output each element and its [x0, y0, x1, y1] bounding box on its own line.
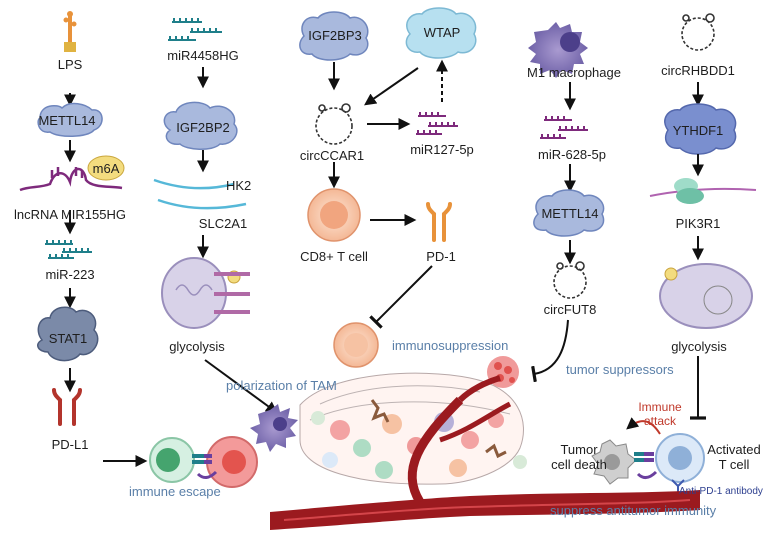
label-activated-t-cell: Activated T cell: [707, 442, 760, 472]
label-activated-t-cell-line1: Activated: [707, 442, 761, 457]
pd1-pdl1-binding-icon: [192, 454, 218, 479]
circccar1-icon: [315, 103, 353, 145]
label-mir4458hg: miR4458HG: [167, 48, 239, 63]
label-stat1: STAT1: [48, 331, 88, 346]
label-tumor-cell-death: Tumor cell death: [551, 442, 607, 472]
label-mir223: miR-223: [45, 267, 95, 282]
inhibit-circfut8-tumor: [531, 319, 569, 383]
arrow-immune-attack: [626, 417, 661, 435]
label-lncrna-mir155hg: lncRNA MIR155HG: [14, 207, 126, 222]
label-mettl14-right: METTL14: [541, 206, 599, 221]
mitochondrion-left-icon: [161, 257, 250, 329]
label-hk2: HK2: [226, 178, 252, 193]
label-pd1: PD-1: [426, 249, 456, 264]
label-mir628: miR-628-5p: [538, 147, 606, 162]
label-m6a: m6A: [92, 161, 120, 176]
mir628-icon: [540, 116, 588, 139]
label-tumor-cell-death-line2: cell death: [551, 457, 607, 472]
ythdf1-shape: [664, 103, 737, 155]
label-lps: LPS: [57, 57, 83, 72]
label-wtap: WTAP: [423, 25, 461, 40]
activated-t-cell-icon: [655, 433, 705, 483]
label-anti-pd1-antibody: Anti-PD-1 antibody: [679, 486, 763, 497]
label-circrhbdd1: circRHBDD1: [661, 63, 735, 78]
m6a-badge: [87, 155, 125, 181]
igf2bp3-shape: [299, 11, 369, 61]
outcome-tumor-suppressors: tumor suppressors: [566, 362, 674, 377]
mir127-icon: [416, 112, 458, 135]
mettl14-right-shape: [533, 189, 605, 237]
outcome-immune-escape: immune escape: [129, 484, 221, 499]
label-glycolysis-left: glycolysis: [169, 339, 225, 354]
dead-tumor-cell-icon: [591, 439, 637, 485]
stat1-shape: [37, 306, 99, 362]
label-circfut8: circFUT8: [543, 302, 597, 317]
mitochondrion-right-icon: [659, 263, 753, 329]
mir223-icon: [45, 240, 92, 259]
m1-macrophage-icon: [528, 22, 588, 78]
label-tumor-cell-death-line1: Tumor: [560, 442, 598, 457]
label-circccar1: circCCAR1: [299, 148, 365, 163]
outcome-suppress-antitumor-immunity: suppress antitumor immunity: [550, 503, 717, 518]
arrow-glycolysis-tam: [204, 359, 278, 414]
label-immune-attack: Immune attack: [638, 400, 681, 428]
lncrna-icon: [19, 167, 123, 192]
label-mir127: miR127-5p: [410, 142, 474, 157]
pdl1-receptor-icon: [52, 388, 82, 426]
outcome-immunosuppression: immunosuppression: [392, 338, 509, 353]
mettl14-left-shape: [37, 102, 103, 137]
igf2bp2-shape: [163, 101, 238, 150]
label-pdl1: PD-L1: [51, 437, 89, 452]
circrhbdd1-icon: [681, 13, 715, 51]
suppressed-cell-icon: [333, 322, 379, 368]
label-cd8-t-cell: CD8+ T cell: [300, 249, 368, 264]
circfut8-icon: [553, 261, 587, 299]
hk2-rna-icon: [153, 178, 247, 210]
label-slc2a1: SLC2A1: [198, 216, 248, 231]
tumor-microenvironment-illustration: [299, 372, 527, 485]
label-immune-attack-line1: Immune: [638, 400, 682, 414]
label-igf2bp3: IGF2BP3: [308, 28, 362, 43]
label-immune-attack-line2: attack: [643, 414, 677, 428]
label-mettl14-left: METTL14: [38, 113, 96, 128]
arrow-wtap-circccar1: [364, 67, 419, 106]
outcome-polarization-tam: polarization of TAM: [226, 378, 337, 393]
label-igf2bp2: IGF2BP2: [176, 120, 230, 135]
label-ythdf1: YTHDF1: [672, 123, 724, 138]
cd8-cell-icon: [307, 188, 361, 242]
t-cell-icon: [149, 437, 195, 483]
label-pik3r1: PIK3R1: [675, 216, 721, 231]
label-m1-macrophage: M1 macrophage: [527, 65, 621, 80]
wtap-shape: [405, 7, 477, 59]
ribosome-mrna-icon: [649, 178, 757, 204]
blood-vessel-icon: [270, 375, 700, 530]
pd1-receptor-icon: [426, 202, 452, 242]
tumor-cell-icon: [206, 436, 258, 488]
mir4458hg-icon: [168, 18, 222, 41]
label-activated-t-cell-line2: T cell: [718, 457, 750, 472]
lps-icon: [63, 11, 77, 52]
tam-macrophage-icon: [250, 404, 298, 452]
inhibit-pd1-immunosuppression: [369, 265, 433, 329]
label-glycolysis-right: glycolysis: [671, 339, 727, 354]
pd1-pdl1-binding-right-icon: [634, 452, 658, 479]
